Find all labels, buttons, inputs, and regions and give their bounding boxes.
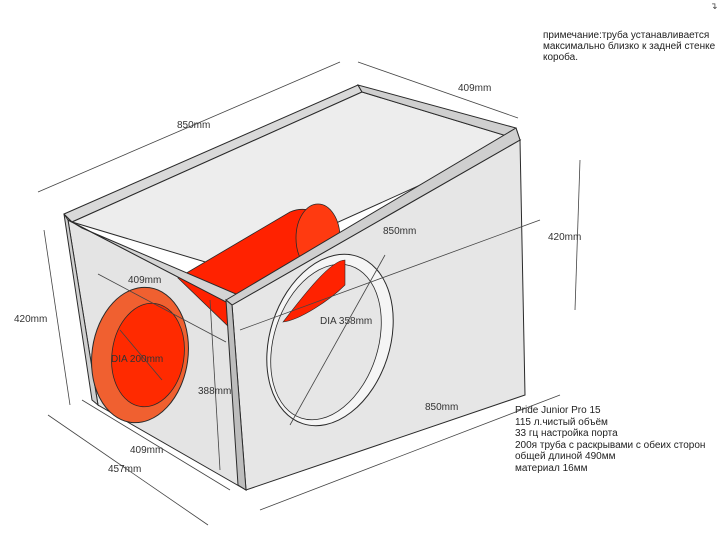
spec-line: Pride Junior Pro 15 xyxy=(515,405,601,416)
spec-line: 33 гц настройка порта xyxy=(515,428,618,439)
spec-line: 200я труба с раскрывами с обеих сторон xyxy=(515,439,706,451)
dim-inner-height-front: 388mm xyxy=(198,386,231,397)
note-line: короба. xyxy=(543,52,579,63)
note-line: примечание:труба устанавливается xyxy=(543,30,710,41)
spec-line: 115 л.чистый объём xyxy=(515,416,608,428)
dim-bottom-length: 850mm xyxy=(425,402,458,413)
dim-bottom-outer-width: 457mm xyxy=(108,464,141,475)
corner-marker-icon: ↴ xyxy=(710,2,718,12)
dim-woofer-dia: DIA 358mm xyxy=(320,316,372,327)
box-specifications: Pride Junior Pro 15 115 л.чистый объём 3… xyxy=(515,405,720,474)
dim-divider-length: 850mm xyxy=(383,226,416,237)
port-opening xyxy=(111,302,185,408)
dim-left-height: 420mm xyxy=(14,314,47,325)
spec-line: материал 16мм xyxy=(515,462,588,474)
dimension-lines xyxy=(37,61,581,526)
dim-right-height: 420mm xyxy=(548,232,581,243)
port-through-cutout xyxy=(282,259,346,323)
dim-port-dia: DIA 200mm xyxy=(111,354,163,365)
spec-line: общей длиной 490мм xyxy=(515,451,616,462)
front-baffle-side-edge xyxy=(225,298,247,491)
left-panel-edge xyxy=(63,213,99,407)
dim-top-depth: 409mm xyxy=(458,83,491,94)
dim-bottom-inner-width: 409mm xyxy=(130,445,163,456)
dim-top-width: 850mm xyxy=(177,120,210,131)
installation-note: примечание:труба устанавливается максима… xyxy=(543,30,718,63)
dim-inner-width-front: 409mm xyxy=(128,275,161,286)
note-line: максимально близко к задней стенке xyxy=(543,41,716,52)
